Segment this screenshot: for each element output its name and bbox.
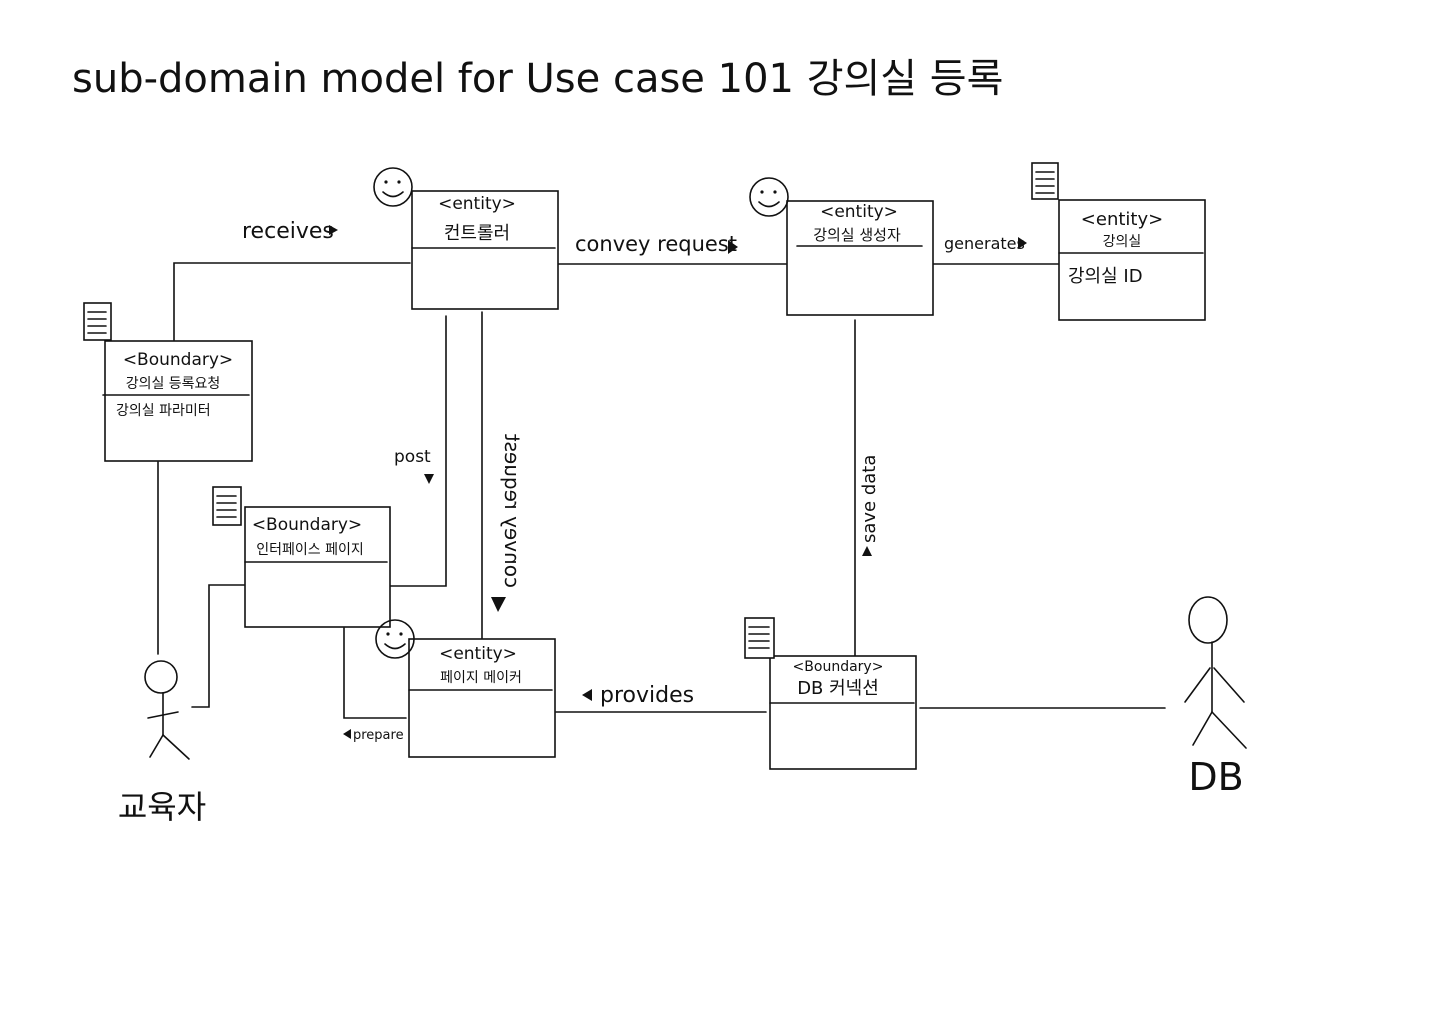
class-box [769, 655, 917, 770]
label-receives: receives [242, 219, 334, 244]
class-name: 강의실 [1103, 234, 1142, 250]
class-stereotype: <entity> [1081, 209, 1163, 230]
line-prepare [343, 627, 407, 719]
document-icon [1031, 162, 1059, 200]
class-stereotype: <entity> [439, 644, 517, 664]
label-prepare: prepare [353, 728, 404, 743]
line-educator-interface [191, 584, 245, 708]
actor-name: 교육자 [118, 788, 206, 826]
line-post [389, 315, 447, 587]
stick-figure-icon [144, 660, 190, 760]
class-box [104, 340, 253, 462]
diagram-title: sub-domain model for Use case 101 강의실 등록 [72, 56, 1003, 102]
arrow-generates-icon [1018, 237, 1027, 249]
line-receives [173, 262, 411, 341]
class-page-maker: <entity> 페이지 메이커 [375, 619, 556, 758]
class-interface-page: <Boundary> 인터페이스 페이지 [212, 486, 391, 628]
class-classroom: <entity> 강의실 강의실 ID [1031, 162, 1206, 321]
class-name: 컨트롤러 [444, 223, 510, 244]
class-attribute: 강의실 ID [1068, 266, 1143, 287]
class-db-connection: <Boundary> DB 커넥션 [744, 617, 917, 770]
class-attribute: 강의실 파라미터 [116, 403, 211, 419]
arrow-provides-icon [582, 689, 592, 701]
class-box [786, 200, 934, 316]
label-save-data: save data [859, 455, 880, 543]
document-icon [744, 617, 775, 659]
stick-figure-icon [1184, 596, 1247, 749]
smiley-face-icon [375, 619, 415, 659]
smiley-face-icon [373, 167, 413, 207]
smiley-face-icon [749, 177, 789, 217]
class-name: DB 커넥션 [797, 678, 879, 699]
label-convey-request-top: convey request [575, 232, 737, 256]
arrow-save-data-icon [862, 546, 872, 556]
class-box [244, 506, 391, 628]
class-classroom-creator: <entity> 강의실 생성자 [749, 177, 934, 316]
class-stereotype: <entity> [438, 194, 516, 214]
class-stereotype: <Boundary> [123, 350, 233, 370]
class-stereotype: <entity> [820, 202, 898, 222]
class-box [411, 190, 559, 310]
arrow-receives-icon [329, 225, 338, 235]
class-name: 강의실 등록요청 [126, 376, 221, 392]
actor-db: DB [1184, 596, 1247, 799]
label-generates: generates [944, 234, 1025, 253]
class-stereotype: <Boundary> [252, 515, 362, 535]
class-stereotype: <Boundary> [793, 659, 884, 675]
association-lines [157, 262, 1166, 719]
class-name: 페이지 메이커 [440, 670, 522, 686]
class-registration-request: <Boundary> 강의실 등록요청 강의실 파라미터 [83, 302, 253, 462]
label-provides: provides [600, 683, 694, 708]
class-controller: <entity> 컨트롤러 [373, 167, 559, 310]
class-name: 인터페이스 페이지 [256, 542, 364, 558]
association-labels: receives convey request generates post c… [242, 219, 1027, 743]
arrow-convey-request-icon [728, 240, 738, 254]
label-convey-request-vertical: convey request [500, 434, 524, 588]
document-icon [212, 486, 242, 526]
actor-name: DB [1188, 755, 1243, 799]
arrow-convey-request-down-icon [491, 597, 506, 612]
document-icon [83, 302, 112, 341]
arrow-prepare-icon [343, 729, 351, 739]
class-name: 강의실 생성자 [813, 226, 901, 244]
label-post: post [394, 447, 431, 467]
arrow-post-icon [424, 474, 434, 484]
class-box [408, 638, 556, 758]
actor-educator: 교육자 [118, 660, 206, 826]
class-box [1058, 199, 1206, 321]
